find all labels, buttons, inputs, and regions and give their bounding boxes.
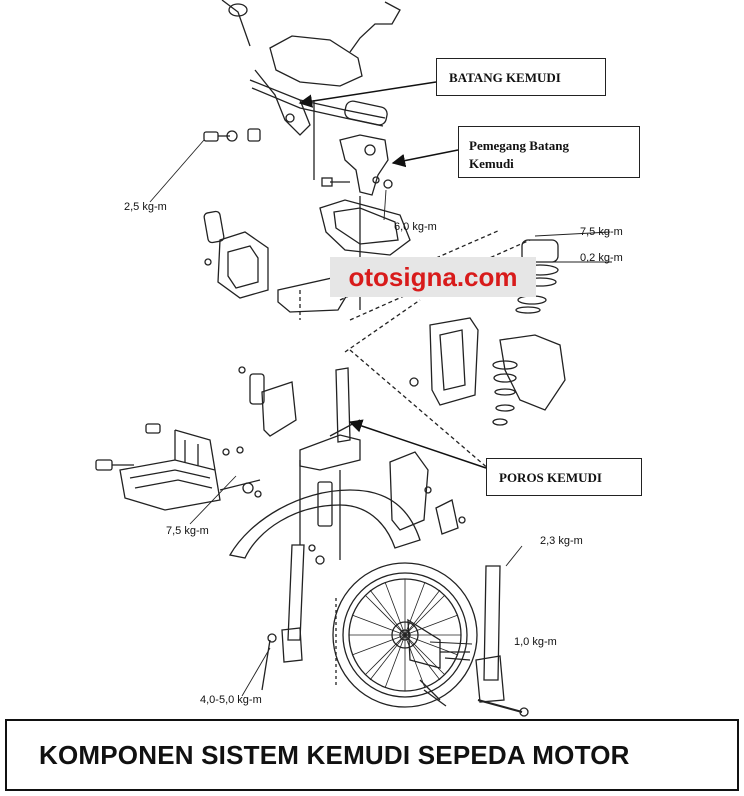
bolt-set-top [203,128,261,142]
callout-batang-kemudi: BATANG KEMUDI [436,58,606,96]
headlight-bracket [319,199,411,256]
handlebar-holder [313,100,393,310]
fork-left [261,544,337,691]
callout-poros-kemudi: POROS KEMUDI [486,458,642,496]
front-fender [228,489,421,559]
torque-label-t8: 4,0-5,0 kg-m [200,694,262,706]
callout-batang-kemudi-label: BATANG KEMUDI [449,70,561,85]
cover-parts-left [95,366,297,471]
watermark: otosigna.com [330,257,536,297]
title-box: KOMPONEN SISTEM KEMUDI SEPEDA MOTOR [5,719,739,791]
front-cover-panel [429,317,479,406]
callout-pemegang-batang-kemudi: Pemegang Batang Kemudi [458,126,640,178]
handlebar-cover [269,35,363,87]
callout-pemegang-line1: Pemegang Batang [469,138,570,153]
torque-label-t3: 7,5 kg-m [580,226,623,238]
side-cover-right [389,451,429,531]
torque-label-t1: 2,5 kg-m [124,201,167,213]
front-carrier [119,429,262,511]
torque-label-t5: 7,5 kg-m [166,525,209,537]
torque-label-t6: 2,3 kg-m [540,535,583,547]
callout-poros-kemudi-label: POROS KEMUDI [499,470,602,485]
steering-stem [299,299,491,471]
fork-right [475,545,529,717]
exploded-diagram [95,0,612,717]
callout-pemegang-line2: Kemudi [469,156,514,171]
mirror-left [221,0,251,47]
torque-label-t2: 6,0 kg-m [394,221,437,233]
front-wheel [332,562,478,708]
headlight [203,210,269,299]
page-title: KOMPONEN SISTEM KEMUDI SEPEDA MOTOR [39,739,630,770]
handlebar [249,69,388,136]
torque-label-t7: 1,0 kg-m [514,636,557,648]
mirror-right [349,1,401,53]
torque-label-t4: 0,2 kg-m [580,252,623,264]
